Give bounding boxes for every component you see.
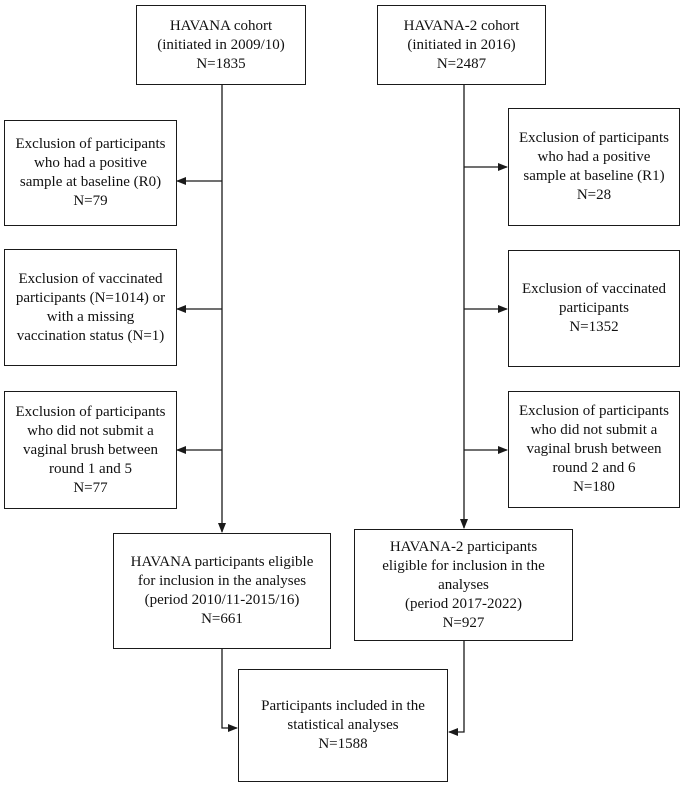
box-line: N=927: [442, 614, 485, 631]
box-line: N=2487: [436, 55, 487, 72]
box-line: participants: [559, 300, 629, 316]
left-exclusion-vaccinated-box: Exclusion of vaccinated participants (N=…: [4, 249, 177, 366]
box-line: round 2 and 6: [552, 460, 636, 476]
right-merge-arrow: [448, 641, 465, 736]
right-exclusion-positive-box: Exclusion of participants who had a posi…: [508, 108, 680, 226]
left-merge-arrow: [221, 649, 238, 732]
box-line: eligible for inclusion in the: [382, 557, 545, 574]
box-line: HAVANA-2 participants: [389, 538, 538, 555]
havana2-eligible-box: HAVANA-2 participants eligible for inclu…: [354, 529, 573, 641]
box-line: N=28: [576, 187, 612, 203]
right-exclusion-brush-box: Exclusion of participants who did not su…: [508, 391, 680, 508]
box-line: N=77: [73, 479, 108, 496]
box-line: with a missing: [46, 308, 135, 325]
box-line: HAVANA cohort: [169, 17, 273, 34]
box-line: Exclusion of participants: [519, 130, 669, 146]
box-line: N=79: [73, 193, 108, 209]
box-line: N=1352: [569, 319, 619, 335]
box-line: (period 2010/11-2015/16): [144, 592, 300, 608]
box-line: N=1588: [318, 736, 368, 752]
box-line: (initiated in 2016): [407, 36, 516, 53]
box-line: (period 2017-2022): [404, 595, 523, 612]
box-line: Exclusion of participants: [519, 403, 669, 419]
box-line: who did not submit a: [530, 422, 658, 438]
box-line: Exclusion of participants: [15, 136, 166, 152]
box-line: for inclusion in the analyses: [137, 573, 307, 589]
box-line: vaginal brush between: [23, 441, 158, 458]
box-line: N=661: [201, 611, 243, 627]
box-line: sample at baseline (R0): [19, 174, 162, 190]
box-line: analyses: [438, 576, 489, 593]
left-exclusion-positive-box: Exclusion of participants who had a posi…: [4, 120, 177, 226]
box-line: who did not submit a: [27, 422, 154, 439]
box-line: who had a positive: [34, 155, 147, 171]
box-line: HAVANA-2 cohort: [403, 17, 520, 34]
box-line: Exclusion of vaccinated: [18, 270, 163, 287]
left-exclusion-brush-box: Exclusion of participants who did not su…: [4, 391, 177, 509]
box-line: Participants included in the: [261, 698, 425, 714]
box-line: sample at baseline (R1): [523, 168, 665, 184]
box-line: vaginal brush between: [526, 441, 662, 457]
box-line: Exclusion of vaccinated: [521, 281, 667, 297]
box-line: HAVANA participants eligible: [130, 554, 314, 570]
box-line: N=1835: [196, 55, 246, 72]
right-exclusion-vaccinated-box: Exclusion of vaccinated participants N=1…: [508, 250, 680, 367]
box-line: Exclusion of participants: [15, 403, 166, 420]
box-line: vaccination status (N=1): [16, 327, 165, 344]
final-included-box: Participants included in the statistical…: [238, 669, 448, 782]
box-line: who had a positive: [537, 149, 651, 165]
box-line: N=180: [573, 479, 615, 495]
havana-cohort-box: HAVANA cohort (initiated in 2009/10) N=1…: [136, 5, 306, 85]
havana-eligible-box: HAVANA participants eligible for inclusi…: [113, 533, 331, 649]
havana2-cohort-box: HAVANA-2 cohort (initiated in 2016) N=24…: [377, 5, 546, 85]
box-line: round 1 and 5: [49, 460, 132, 477]
box-line: statistical analyses: [287, 717, 399, 733]
box-line: (initiated in 2009/10): [157, 36, 285, 53]
box-line: participants (N=1014) or: [15, 289, 166, 306]
